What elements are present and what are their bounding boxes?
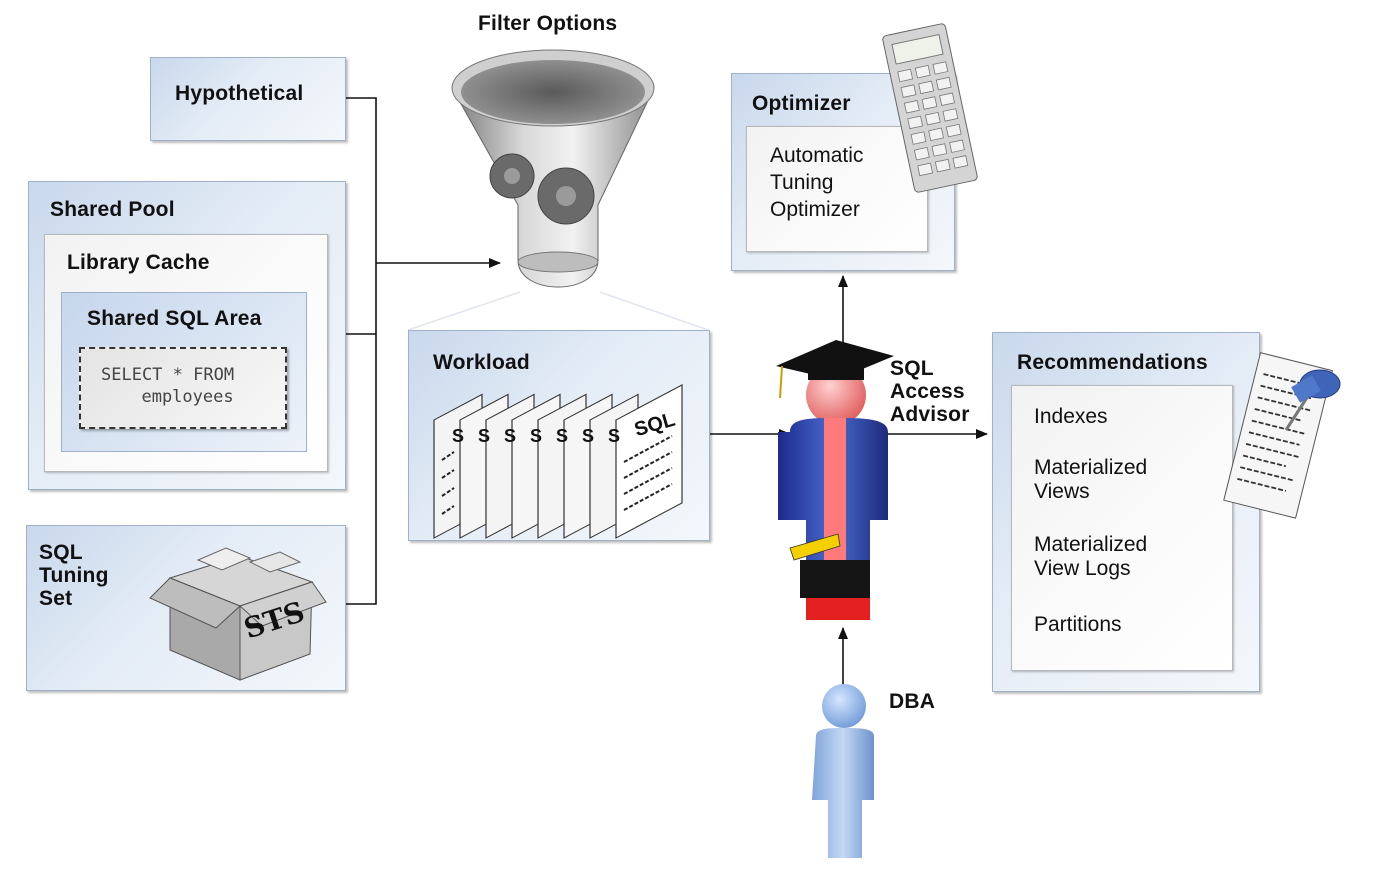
workload-doc-tab-4: S [530,426,543,446]
recommendations-list: Indexes Materialized Views Materialized … [1011,385,1233,671]
rec-mvlog-line1: Materialized [1034,533,1148,556]
workload-doc-tab-7: S [608,426,621,446]
rec-mv-line1: Materialized [1034,456,1148,479]
workload-doc-tab-6: S [582,426,595,446]
optimizer-panel: Optimizer Automatic Tuning Optimizer [731,73,955,271]
shared-pool-panel: Shared Pool Library Cache Shared SQL Are… [28,181,346,490]
sql-statement-box: SELECT * FROM employees [79,347,287,429]
sql-statement-line2: employees [121,387,234,407]
ato-line1: Automatic [770,144,864,167]
recommendations-title: Recommendations [1017,351,1208,374]
rec-partitions: Partitions [1034,613,1122,636]
rec-indexes: Indexes [1034,405,1108,428]
sql-statement-line1: SELECT * FROM [101,365,235,385]
sts-title-line3: Set [39,587,73,610]
workload-doc-tab-1: S [452,426,465,446]
library-cache-title: Library Cache [67,251,210,274]
automatic-tuning-optimizer-panel: Automatic Tuning Optimizer [746,126,928,252]
shared-pool-title: Shared Pool [50,198,175,221]
workload-doc-tab-5: S [556,426,569,446]
ato-line3: Optimizer [770,198,860,221]
ato-line2: Tuning [770,171,834,194]
hypothetical-title: Hypothetical [175,82,304,105]
shared-sql-area-title: Shared SQL Area [87,307,262,330]
workload-doc-tab-3: S [504,426,517,446]
sts-title-line2: Tuning [39,564,109,587]
library-cache-panel: Library Cache Shared SQL Area SELECT * F… [44,234,328,472]
hypothetical-panel: Hypothetical [150,57,346,141]
advisor-label-line1: SQL [890,357,934,380]
dba-label: DBA [889,690,936,713]
recommendations-panel: Recommendations Indexes Materialized Vie… [992,332,1260,692]
shared-sql-area-panel: Shared SQL Area SELECT * FROM employees [61,292,307,452]
rec-mvlog-line2: View Logs [1034,557,1131,580]
advisor-label-line3: Advisor [890,403,970,426]
filter-options-title: Filter Options [478,12,618,35]
hypothetical-connector [346,97,377,605]
sts-title-line1: SQL [39,541,83,564]
optimizer-title: Optimizer [752,92,851,115]
workload-title: Workload [433,351,530,374]
rec-mv-line2: Views [1034,480,1090,503]
advisor-label-line2: Access [890,380,965,403]
workload-doc-tab-2: S [478,426,491,446]
